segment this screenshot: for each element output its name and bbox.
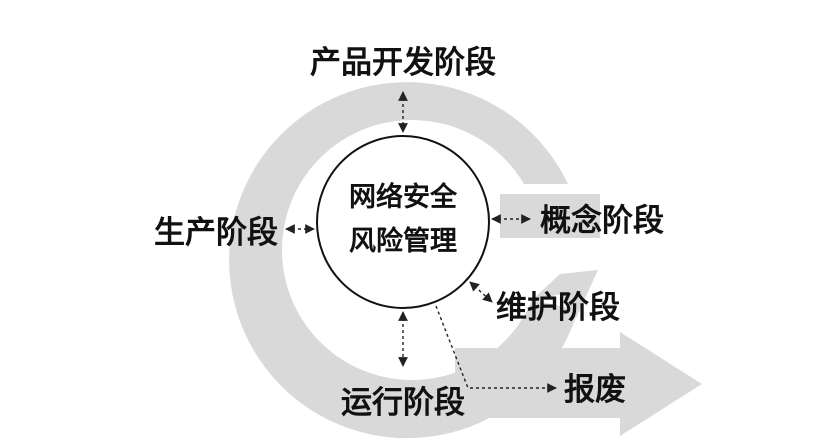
center-label-line2: 风险管理 <box>349 225 457 257</box>
stage-label-concept: 概念阶段 <box>540 203 664 239</box>
connector-maintenance <box>469 281 493 303</box>
lifecycle-ring <box>229 82 578 439</box>
connector-disposal <box>435 305 557 393</box>
center-label-line1: 网络安全 <box>349 181 458 213</box>
concept-band-arrow <box>500 194 600 238</box>
stage-label-product-dev: 产品开发阶段 <box>310 45 496 81</box>
center-circle <box>316 135 490 309</box>
lifecycle-band <box>229 82 702 439</box>
stage-label-disposal: 报废 <box>564 372 626 408</box>
maintenance-band-arrow <box>532 270 598 318</box>
stage-label-operation: 运行阶段 <box>341 385 465 421</box>
stage-label-maintenance: 维护阶段 <box>496 290 620 326</box>
disposal-band <box>455 332 702 436</box>
stage-label-production: 生产阶段 <box>154 215 278 251</box>
